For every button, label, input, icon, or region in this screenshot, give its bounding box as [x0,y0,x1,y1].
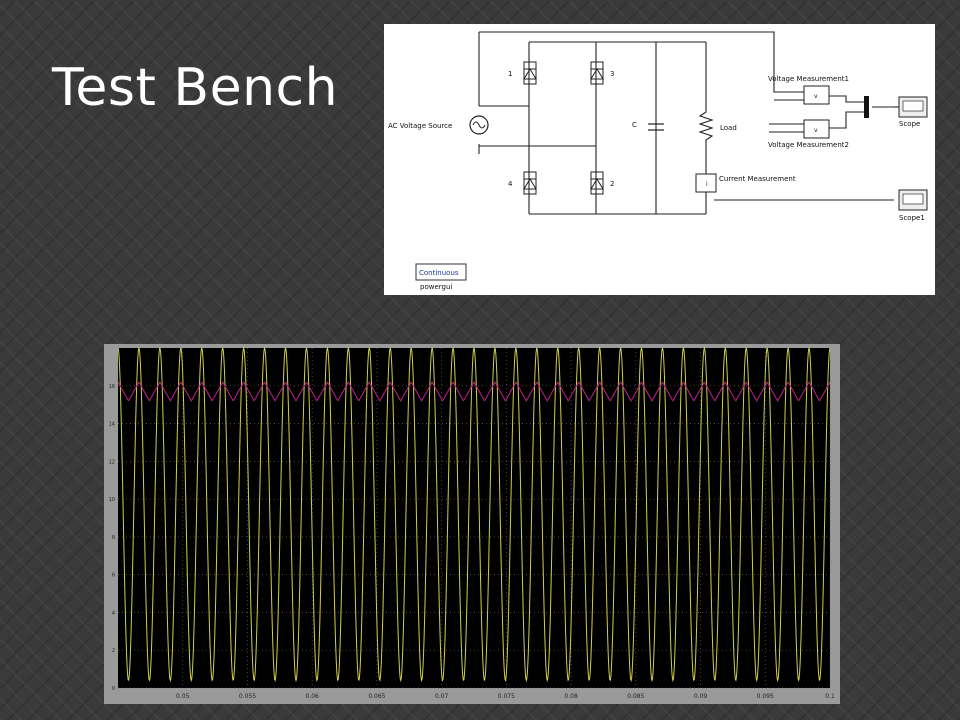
diode-3-label: 3 [610,70,614,78]
diode-2-label: 2 [610,180,614,188]
capacitor-label: C [632,121,637,129]
x-tick-label: 0.07 [435,693,449,700]
diode-1-label: 1 [508,70,512,78]
x-tick-label: 0.075 [498,693,515,700]
diode-4-label: 4 [508,180,513,188]
scope-chart-svg: 0.05 0.055 0.06 0.065 0.07 0.075 0.08 0.085 0.09… [109,346,835,700]
powergui-name-label: powergui [420,283,452,291]
ac-source-label: AC Voltage Source [388,122,452,130]
load-label: Load [720,124,737,132]
vm2-v-label: v [814,127,818,134]
y-tick-label: 16 [109,384,115,390]
y-tick-label: 0 [112,686,115,692]
vm1-v-label: v [814,93,818,100]
x-tick-label: 0.05 [176,693,190,700]
y-tick-label: 8 [112,535,115,541]
scope-label: Scope [899,120,920,128]
series-line-1 [117,346,831,683]
powergui-mode-label: Continuous [419,269,459,277]
scope1-label: Scope1 [899,214,925,222]
slide-title: Test Bench [52,58,339,118]
x-tick-label: 0.1 [825,693,835,700]
voltage-measurement1-label: Voltage Measurement1 [768,75,849,83]
y-tick-label: 14 [109,422,115,428]
current-measurement-label: Current Measurement [719,175,796,183]
voltage-measurement2-label: Voltage Measurement2 [768,141,849,149]
x-tick-label: 0.095 [757,693,774,700]
x-tick-label: 0.06 [306,693,320,700]
x-tick-label: 0.065 [368,693,385,700]
x-tick-label: 0.08 [564,693,578,700]
x-tick-label: 0.055 [239,693,256,700]
y-tick-label: 10 [109,497,115,503]
x-tick-label: 0.09 [694,693,708,700]
y-tick-label: 2 [112,648,115,654]
y-tick-label: 6 [112,573,115,579]
series-line-2 [117,380,831,402]
plot-area [118,348,830,688]
y-tick-label: 12 [109,459,115,465]
y-tick-label: 4 [112,610,115,616]
cm-i-label: i [706,181,708,188]
circuit-diagram: AC Voltage Source C Load 1 3 4 2 Voltage… [384,24,935,295]
scope-waveform-chart: 0.05 0.055 0.06 0.065 0.07 0.075 0.08 0.085 0.09… [104,344,840,704]
x-tick-label: 0.085 [627,693,644,700]
circuit-schematic: AC Voltage Source C Load 1 3 4 2 Voltage… [388,31,928,291]
